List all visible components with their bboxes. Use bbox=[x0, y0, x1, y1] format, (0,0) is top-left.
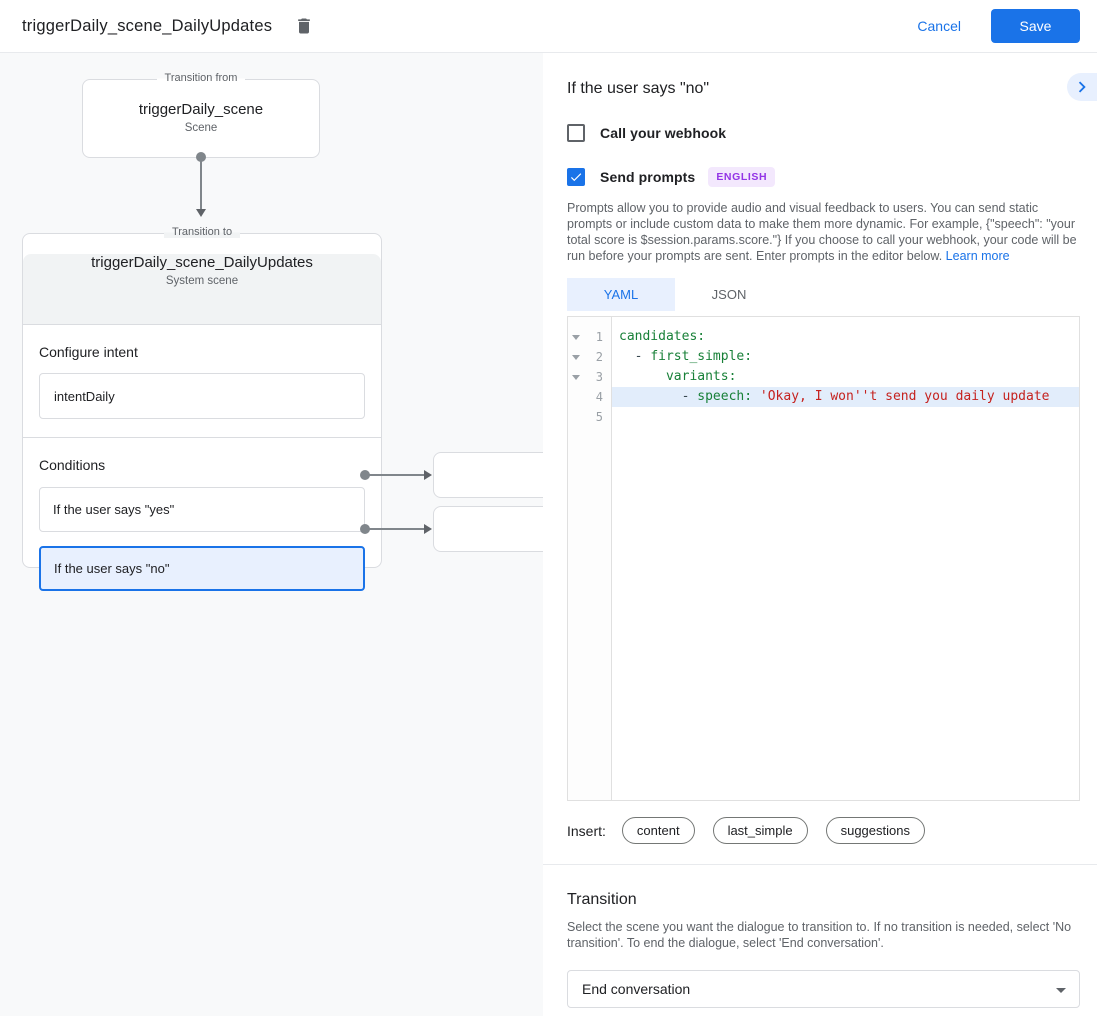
connector-line bbox=[369, 474, 424, 476]
arrow-down-icon bbox=[196, 209, 206, 217]
triangle-down-icon[interactable] bbox=[572, 375, 580, 380]
check-icon bbox=[569, 170, 583, 184]
transition-select-value: End conversation bbox=[582, 981, 691, 997]
panel-title: If the user says "no" bbox=[567, 80, 710, 97]
send-prompts-label: Send prompts bbox=[600, 169, 696, 185]
delete-scene-button[interactable] bbox=[292, 14, 316, 38]
gutter-line: 5 bbox=[568, 407, 611, 427]
prompts-description: Prompts allow you to provide audio and v… bbox=[567, 200, 1080, 264]
line-number: 5 bbox=[595, 410, 603, 424]
conditions-label: Conditions bbox=[39, 457, 106, 473]
collapse-panel-button[interactable] bbox=[1067, 73, 1097, 101]
line-number: 4 bbox=[595, 390, 603, 404]
line-number: 1 bbox=[595, 330, 603, 344]
code-indent: - bbox=[619, 389, 698, 404]
condition-target-node[interactable] bbox=[433, 452, 543, 498]
page-title: triggerDaily_scene_DailyUpdates bbox=[22, 16, 273, 35]
transition-select[interactable]: End conversation bbox=[567, 970, 1080, 1008]
code-key: first_simple: bbox=[650, 349, 753, 364]
code-line: - first_simple: bbox=[612, 347, 1079, 367]
connector-dot bbox=[360, 470, 370, 480]
section-divider bbox=[543, 864, 1097, 865]
transition-to-node: Transition to triggerDaily_scene_DailyUp… bbox=[22, 226, 382, 591]
send-prompts-checkbox-row: Send prompts ENGLISH bbox=[567, 167, 1080, 187]
prompts-description-text: Prompts allow you to provide audio and v… bbox=[567, 201, 1077, 263]
code-key: variants: bbox=[665, 369, 737, 384]
transition-description: Select the scene you want the dialogue t… bbox=[567, 920, 1072, 950]
editor-gutter: 1 2 3 4 5 bbox=[568, 317, 612, 800]
code-line bbox=[612, 407, 1079, 427]
conditions-section: Conditions If the user says "yes" If the… bbox=[23, 438, 381, 609]
from-scene-type: Scene bbox=[184, 122, 218, 134]
caret-down-icon bbox=[1056, 988, 1066, 993]
gutter-line: 4 bbox=[568, 387, 611, 407]
editor-format-tabs: YAML JSON bbox=[567, 278, 1080, 311]
intent-field[interactable]: intentDaily bbox=[39, 373, 365, 419]
save-button[interactable]: Save bbox=[991, 9, 1080, 43]
tab-json[interactable]: JSON bbox=[711, 287, 747, 302]
arrow-right-icon bbox=[424, 470, 432, 480]
code-key: speech: bbox=[697, 389, 760, 404]
top-bar: triggerDaily_scene_DailyUpdates Cancel S… bbox=[0, 0, 1097, 53]
to-scene-name: triggerDaily_scene_DailyUpdates bbox=[91, 254, 313, 271]
line-number: 3 bbox=[595, 370, 603, 384]
chevron-right-icon bbox=[1071, 76, 1093, 98]
code-line-highlighted: - speech: 'Okay, I won''t send you daily… bbox=[612, 387, 1079, 407]
transition-from-node[interactable]: Transition from triggerDaily_scene Scene bbox=[82, 72, 320, 158]
code-line: variants: bbox=[612, 367, 1079, 387]
configure-intent-section: Configure intent intentDaily bbox=[23, 325, 381, 438]
webhook-checkbox-row: Call your webhook bbox=[567, 124, 1080, 142]
triangle-down-icon[interactable] bbox=[572, 335, 580, 340]
gutter-line: 1 bbox=[568, 327, 611, 347]
transition-from-legend: Transition from bbox=[83, 72, 319, 84]
code-string: 'Okay, I won''t send you daily update bbox=[759, 389, 1050, 404]
insert-chip-last-simple[interactable]: last_simple bbox=[712, 817, 808, 844]
code-key: candidates: bbox=[619, 329, 706, 344]
connector-line bbox=[200, 157, 202, 210]
send-prompts-checkbox[interactable] bbox=[567, 168, 585, 186]
code-line: candidates: bbox=[612, 327, 1079, 347]
triangle-down-icon[interactable] bbox=[572, 355, 580, 360]
editor-code-area[interactable]: candidates: - first_simple: variants: - … bbox=[612, 317, 1079, 800]
from-scene-name: triggerDaily_scene bbox=[138, 101, 264, 118]
configure-intent-label: Configure intent bbox=[39, 344, 138, 360]
condition-detail-panel: If the user says "no" Call your webhook … bbox=[543, 53, 1097, 1016]
gutter-line: 3 bbox=[568, 367, 611, 387]
webhook-checkbox[interactable] bbox=[567, 124, 585, 142]
webhook-label: Call your webhook bbox=[600, 125, 727, 141]
connector-dot bbox=[360, 524, 370, 534]
condition-row-no[interactable]: If the user says "no" bbox=[39, 546, 365, 591]
language-badge: ENGLISH bbox=[708, 167, 776, 187]
to-scene-header[interactable]: triggerDaily_scene_DailyUpdates System s… bbox=[23, 254, 381, 325]
code-indent bbox=[619, 369, 666, 384]
scene-diagram-canvas: Transition from triggerDaily_scene Scene… bbox=[0, 53, 543, 1016]
insert-label: Insert: bbox=[567, 822, 606, 839]
code-indent: - bbox=[619, 349, 651, 364]
gutter-line: 2 bbox=[568, 347, 611, 367]
to-scene-type: System scene bbox=[165, 275, 239, 287]
prompt-code-editor: 1 2 3 4 5 candidates: - first_simple: va… bbox=[567, 316, 1080, 801]
cancel-button[interactable]: Cancel bbox=[901, 10, 977, 42]
transition-to-legend: Transition to bbox=[23, 226, 381, 238]
arrow-right-icon bbox=[424, 524, 432, 534]
condition-row-yes[interactable]: If the user says "yes" bbox=[39, 487, 365, 532]
trash-icon bbox=[294, 16, 314, 36]
line-number: 2 bbox=[595, 350, 603, 364]
insert-chip-suggestions[interactable]: suggestions bbox=[825, 817, 925, 844]
transition-section-title: Transition bbox=[567, 891, 637, 908]
tab-yaml[interactable]: YAML bbox=[567, 278, 675, 311]
condition-target-node[interactable] bbox=[433, 506, 543, 552]
insert-row: Insert: content last_simple suggestions bbox=[567, 817, 1080, 844]
learn-more-link[interactable]: Learn more bbox=[945, 249, 1010, 263]
insert-chip-content[interactable]: content bbox=[621, 817, 695, 844]
connector-line bbox=[369, 528, 424, 530]
